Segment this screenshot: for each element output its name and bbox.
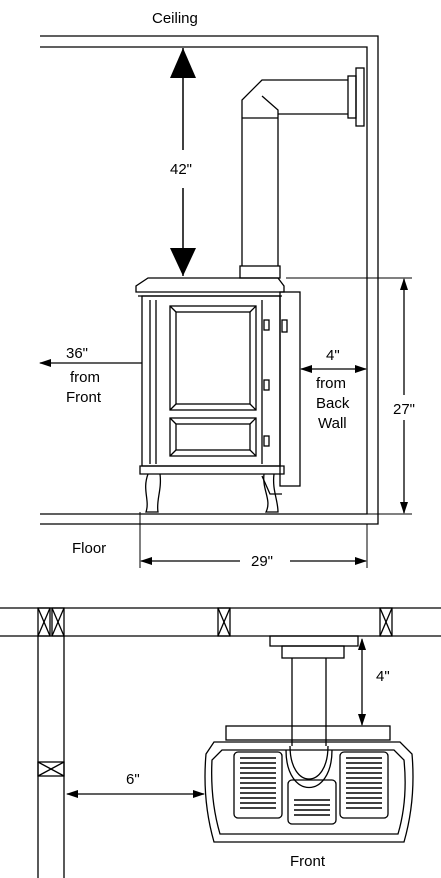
floor-label: Floor [72,540,106,557]
stove-top-view [204,725,414,843]
height-label: 27" [393,401,415,418]
height-dimension: 27" [286,277,415,515]
top-clearance-label: 42" [170,161,192,178]
top-view: 4" 6" Front [0,607,441,878]
top-back-clearance-label: 4" [376,668,390,685]
width-dimension: 29" [139,512,368,570]
top-side-clearance-dimension: 6" [66,771,205,798]
width-label: 29" [251,553,273,570]
pipe-top-view [269,635,359,788]
flue-pipe [239,67,365,279]
top-back-clearance-dimension: 4" [358,638,390,726]
side-view: Ceiling Floor 42" [39,10,415,570]
front-clearance-front: Front [66,389,102,406]
front-clearance-value: 36" [66,345,88,362]
side-wall [37,636,65,878]
back-clearance-from: from [316,375,346,392]
grille-slats [240,757,382,816]
front-clearance-from: from [70,369,100,386]
front-clearance-dimension: 36" from Front [39,345,142,406]
back-wall [0,607,441,637]
back-clearance-wall: Wall [318,415,347,432]
front-label: Front [290,853,326,870]
top-clearance-dimension: 42" [170,48,196,276]
ceiling-label: Ceiling [152,10,198,27]
back-clearance-dimension: 4" from Back Wall [300,347,367,432]
back-clearance-value: 4" [326,347,340,364]
top-side-clearance-label: 6" [126,771,140,788]
room-walls [40,35,379,525]
stove-side-view [135,277,301,513]
back-clearance-back: Back [316,395,350,412]
